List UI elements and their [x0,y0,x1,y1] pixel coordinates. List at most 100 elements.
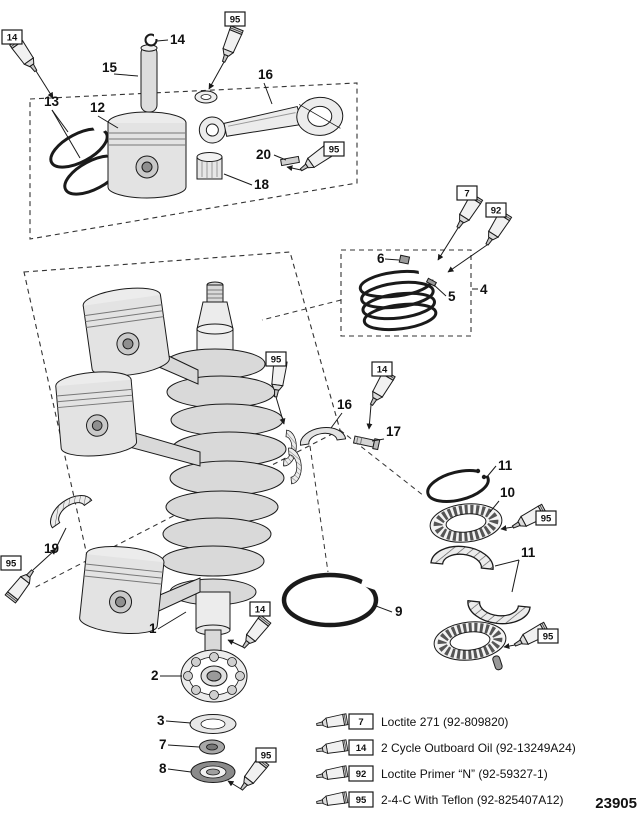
sealing-ring-assembly [358,254,438,332]
tube-label: 14 [255,605,266,616]
tube-label: 95 [541,514,552,525]
tube-leader [208,61,225,90]
tube-leader [286,165,302,172]
callout-connecting-rod: 16 [258,67,274,82]
document-number: 23905 [595,795,637,812]
tube-leader [500,525,514,532]
spacer [199,739,225,755]
large-sealing-ring [281,572,380,628]
legend-row: 95 2-4-C With Teflon (92-825407A12) [315,791,564,809]
top-piston-assembly [43,33,344,204]
legend-code: 7 [358,717,363,728]
callout-oil-seal: 8 [159,761,167,776]
tube-leader [227,639,244,648]
lubricant-tube-icon [315,713,349,731]
rod-cap [297,424,347,446]
legend-label: Loctite Primer “N” (92-59327-1) [381,767,548,781]
legend: 7 Loctite 271 (92-809820) 14 2 Cycle Out… [315,713,576,809]
callout-bearing-half: 19 [44,541,59,556]
tube-label: 95 [329,145,340,156]
legend-label: 2 Cycle Outboard Oil (92-13249A24) [381,741,576,755]
tube-label-box [255,747,277,763]
tube-label-box [456,185,478,201]
washer [189,714,237,734]
callout-rod-cap: 16 [337,397,353,412]
tube-label-box [535,510,557,526]
callout-piston-rings: 13 [44,94,60,109]
tube-leader [32,548,57,571]
dowel-pin [280,155,300,167]
tube-label-box [485,202,507,218]
tube-label: 14 [377,365,388,376]
tube-label-box [1,29,23,45]
callout-spacer: 7 [159,737,167,752]
ring-pin [425,277,438,287]
tube-leader [437,227,459,261]
legend-code-box [348,739,374,756]
callout-wrist-pin: 15 [102,60,118,75]
oil-seal [190,761,236,783]
lubricant-tube [4,566,39,604]
tube-leader [447,244,488,273]
legend-code: 14 [356,743,367,754]
crank-bearing-half [288,446,304,485]
piston-installed [54,368,138,460]
tube-label: 92 [491,206,502,217]
sealing-rings [358,267,438,332]
callout-ring-pin: 5 [448,289,456,304]
tube-label-box [323,141,345,157]
tube-label-box [537,628,559,644]
callout-retaining-ring: 11 [498,458,513,473]
piston [107,111,187,199]
legend-row: 92 Loctite Primer “N” (92-59327-1) [315,765,548,783]
lubricant-tube [217,25,244,65]
bearing-half-left [43,487,93,529]
legend-label: Loctite 271 (92-809820) [381,715,508,729]
piston-installed [81,283,172,381]
lubricant-tube-icon [315,765,349,783]
legend-code-box [348,765,374,782]
callout-crankshaft: 1 [149,621,157,636]
tube-label: 95 [261,751,272,762]
callout-ball-bearing: 2 [151,668,159,683]
callout-leader-lines [51,39,520,773]
callout-sealing-ring-set: 4 [480,282,488,297]
legend-code: 95 [356,795,367,806]
piston-kit-dashed-box [29,82,358,240]
callout-washer: 3 [157,713,165,728]
tube-leader [366,404,373,430]
callout-piston: 12 [90,100,105,115]
callout-dowel-pin: 20 [256,147,271,162]
callout-pin-retainer: 14 [170,32,186,47]
lubricant-tube-icon [315,791,349,809]
legend-code-box [348,713,374,730]
callout-ring-clip: 6 [377,251,385,266]
roller-bearing-upper [428,500,504,545]
rod-bolt [352,435,381,451]
tube-leader [227,780,242,790]
pin-retainer-clip [144,33,160,47]
tube-leader [35,70,54,99]
ring-kit-dashed-box [340,249,472,337]
tube-label: 95 [6,559,17,570]
tube-leader [275,396,286,425]
wrist-pin [140,44,158,113]
thrust-washer [194,90,218,104]
callout-needle-bearing: 18 [254,177,270,192]
legend-row: 14 2 Cycle Outboard Oil (92-13249A24) [315,739,576,757]
tube-label: 95 [230,15,241,26]
tube-label-box [0,555,22,571]
tube-label-box [249,601,271,617]
tube-label: 95 [543,632,554,643]
connecting-rod [198,96,344,144]
legend-code: 92 [356,769,367,780]
callout-large-sealing-ring: 9 [395,604,403,619]
retaining-ring [423,462,498,509]
tube-label-box [224,11,246,27]
bearing-half-upper [430,542,496,570]
callout-bearing-halves: 11 [521,545,536,560]
legend-row: 7 Loctite 271 (92-809820) [315,713,508,731]
dashed-leader-lines [33,299,425,589]
